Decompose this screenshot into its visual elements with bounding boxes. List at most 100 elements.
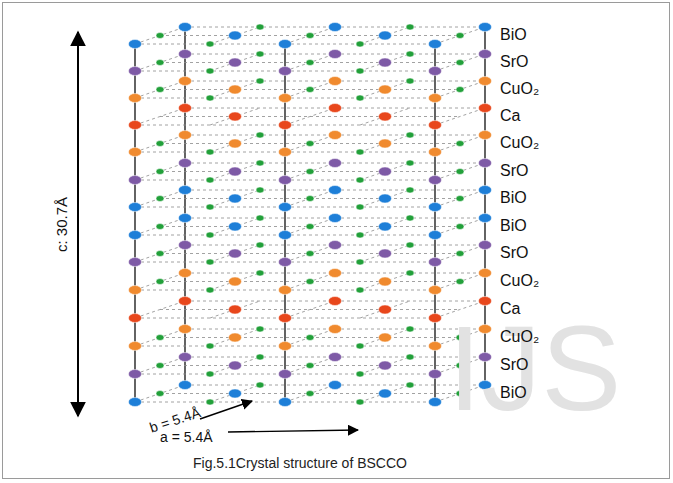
atomic-layer bbox=[129, 297, 492, 323]
atomic-layer bbox=[129, 159, 492, 185]
metal-atom bbox=[279, 176, 292, 185]
metal-atom bbox=[129, 176, 142, 185]
metal-atom bbox=[179, 23, 192, 32]
oxygen-atom bbox=[256, 78, 264, 84]
oxygen-atom bbox=[206, 68, 214, 74]
layer-label: SrO bbox=[500, 54, 528, 70]
metal-atom bbox=[429, 94, 442, 103]
metal-atom bbox=[429, 370, 442, 379]
metal-atom bbox=[329, 214, 342, 223]
oxygen-atom bbox=[256, 215, 264, 221]
oxygen-atom bbox=[356, 177, 364, 183]
metal-atom bbox=[479, 159, 492, 168]
layer-label: Ca bbox=[500, 108, 520, 124]
metal-atom bbox=[279, 203, 292, 212]
oxygen-atom bbox=[156, 391, 164, 397]
lattice-line bbox=[135, 135, 185, 152]
atomic-layer bbox=[129, 104, 492, 130]
metal-atom bbox=[129, 67, 142, 76]
b-axis-arrow bbox=[200, 401, 252, 419]
metal-atom bbox=[129, 121, 142, 130]
metal-atom bbox=[379, 112, 392, 121]
layer-label: BiO bbox=[500, 385, 527, 401]
metal-atom bbox=[179, 325, 192, 334]
oxygen-atom bbox=[356, 399, 364, 405]
unit-cell-edges bbox=[135, 27, 485, 402]
metal-atom bbox=[229, 361, 242, 370]
oxygen-atom bbox=[156, 141, 164, 147]
atomic-layer bbox=[129, 186, 492, 212]
metal-atom bbox=[279, 40, 292, 49]
dimension-label: a = 5.4Å bbox=[160, 430, 213, 444]
metal-atom bbox=[279, 314, 292, 323]
metal-atom bbox=[179, 77, 192, 86]
layer-label: CuO₂ bbox=[500, 135, 539, 151]
metal-atom bbox=[479, 241, 492, 250]
oxygen-atom bbox=[206, 232, 214, 238]
oxygen-atom bbox=[306, 33, 314, 39]
oxygen-atom bbox=[456, 224, 464, 230]
metal-atom bbox=[429, 203, 442, 212]
metal-atom bbox=[479, 23, 492, 32]
oxygen-atom bbox=[406, 78, 414, 84]
oxygen-atom bbox=[206, 399, 214, 405]
oxygen-atom bbox=[306, 363, 314, 369]
metal-atom bbox=[329, 23, 342, 32]
metal-atom bbox=[429, 342, 442, 351]
oxygen-atom bbox=[456, 279, 464, 285]
oxygen-atom bbox=[406, 354, 414, 360]
metal-atom bbox=[129, 203, 142, 212]
oxygen-atom bbox=[456, 251, 464, 257]
oxygen-atom bbox=[356, 95, 364, 101]
metal-atom bbox=[429, 258, 442, 267]
metal-atom bbox=[329, 241, 342, 250]
oxygen-atom bbox=[406, 270, 414, 276]
metal-atom bbox=[379, 277, 392, 286]
metal-atom bbox=[229, 31, 242, 40]
metal-atom bbox=[329, 104, 342, 113]
metal-atom bbox=[379, 305, 392, 314]
metal-atom bbox=[229, 112, 242, 121]
oxygen-atom bbox=[406, 215, 414, 221]
metal-atom bbox=[279, 148, 292, 157]
metal-atom bbox=[179, 381, 192, 390]
metal-atom bbox=[329, 186, 342, 195]
atomic-layer bbox=[129, 214, 492, 240]
metal-atom bbox=[429, 67, 442, 76]
metal-atom bbox=[279, 286, 292, 295]
oxygen-atom bbox=[256, 382, 264, 388]
metal-atom bbox=[179, 159, 192, 168]
oxygen-atom bbox=[156, 60, 164, 66]
metal-atom bbox=[179, 241, 192, 250]
metal-atom bbox=[229, 194, 242, 203]
layer-label: SrO bbox=[500, 163, 528, 179]
metal-atom bbox=[429, 148, 442, 157]
oxygen-atom bbox=[256, 242, 264, 248]
metal-atom bbox=[429, 176, 442, 185]
oxygen-atom bbox=[306, 335, 314, 341]
lattice-line bbox=[135, 54, 185, 71]
oxygen-atom bbox=[456, 87, 464, 93]
metal-atom bbox=[379, 389, 392, 398]
metal-atom bbox=[479, 104, 492, 113]
metal-atom bbox=[429, 398, 442, 407]
oxygen-atom bbox=[206, 259, 214, 265]
metal-atom bbox=[379, 222, 392, 231]
metal-atom bbox=[279, 94, 292, 103]
metal-atom bbox=[129, 94, 142, 103]
lattice-line bbox=[135, 245, 185, 262]
oxygen-atom bbox=[306, 87, 314, 93]
metal-atom bbox=[279, 370, 292, 379]
lattice-line bbox=[135, 218, 185, 235]
metal-atom bbox=[479, 186, 492, 195]
metal-atom bbox=[229, 139, 242, 148]
oxygen-atom bbox=[456, 141, 464, 147]
oxygen-atom bbox=[156, 224, 164, 230]
oxygen-atom bbox=[406, 24, 414, 30]
lattice-line bbox=[135, 190, 185, 207]
layer-label: CuO₂ bbox=[500, 329, 539, 345]
atomic-layer bbox=[129, 23, 492, 49]
metal-atom bbox=[179, 297, 192, 306]
oxygen-atom bbox=[356, 41, 364, 47]
